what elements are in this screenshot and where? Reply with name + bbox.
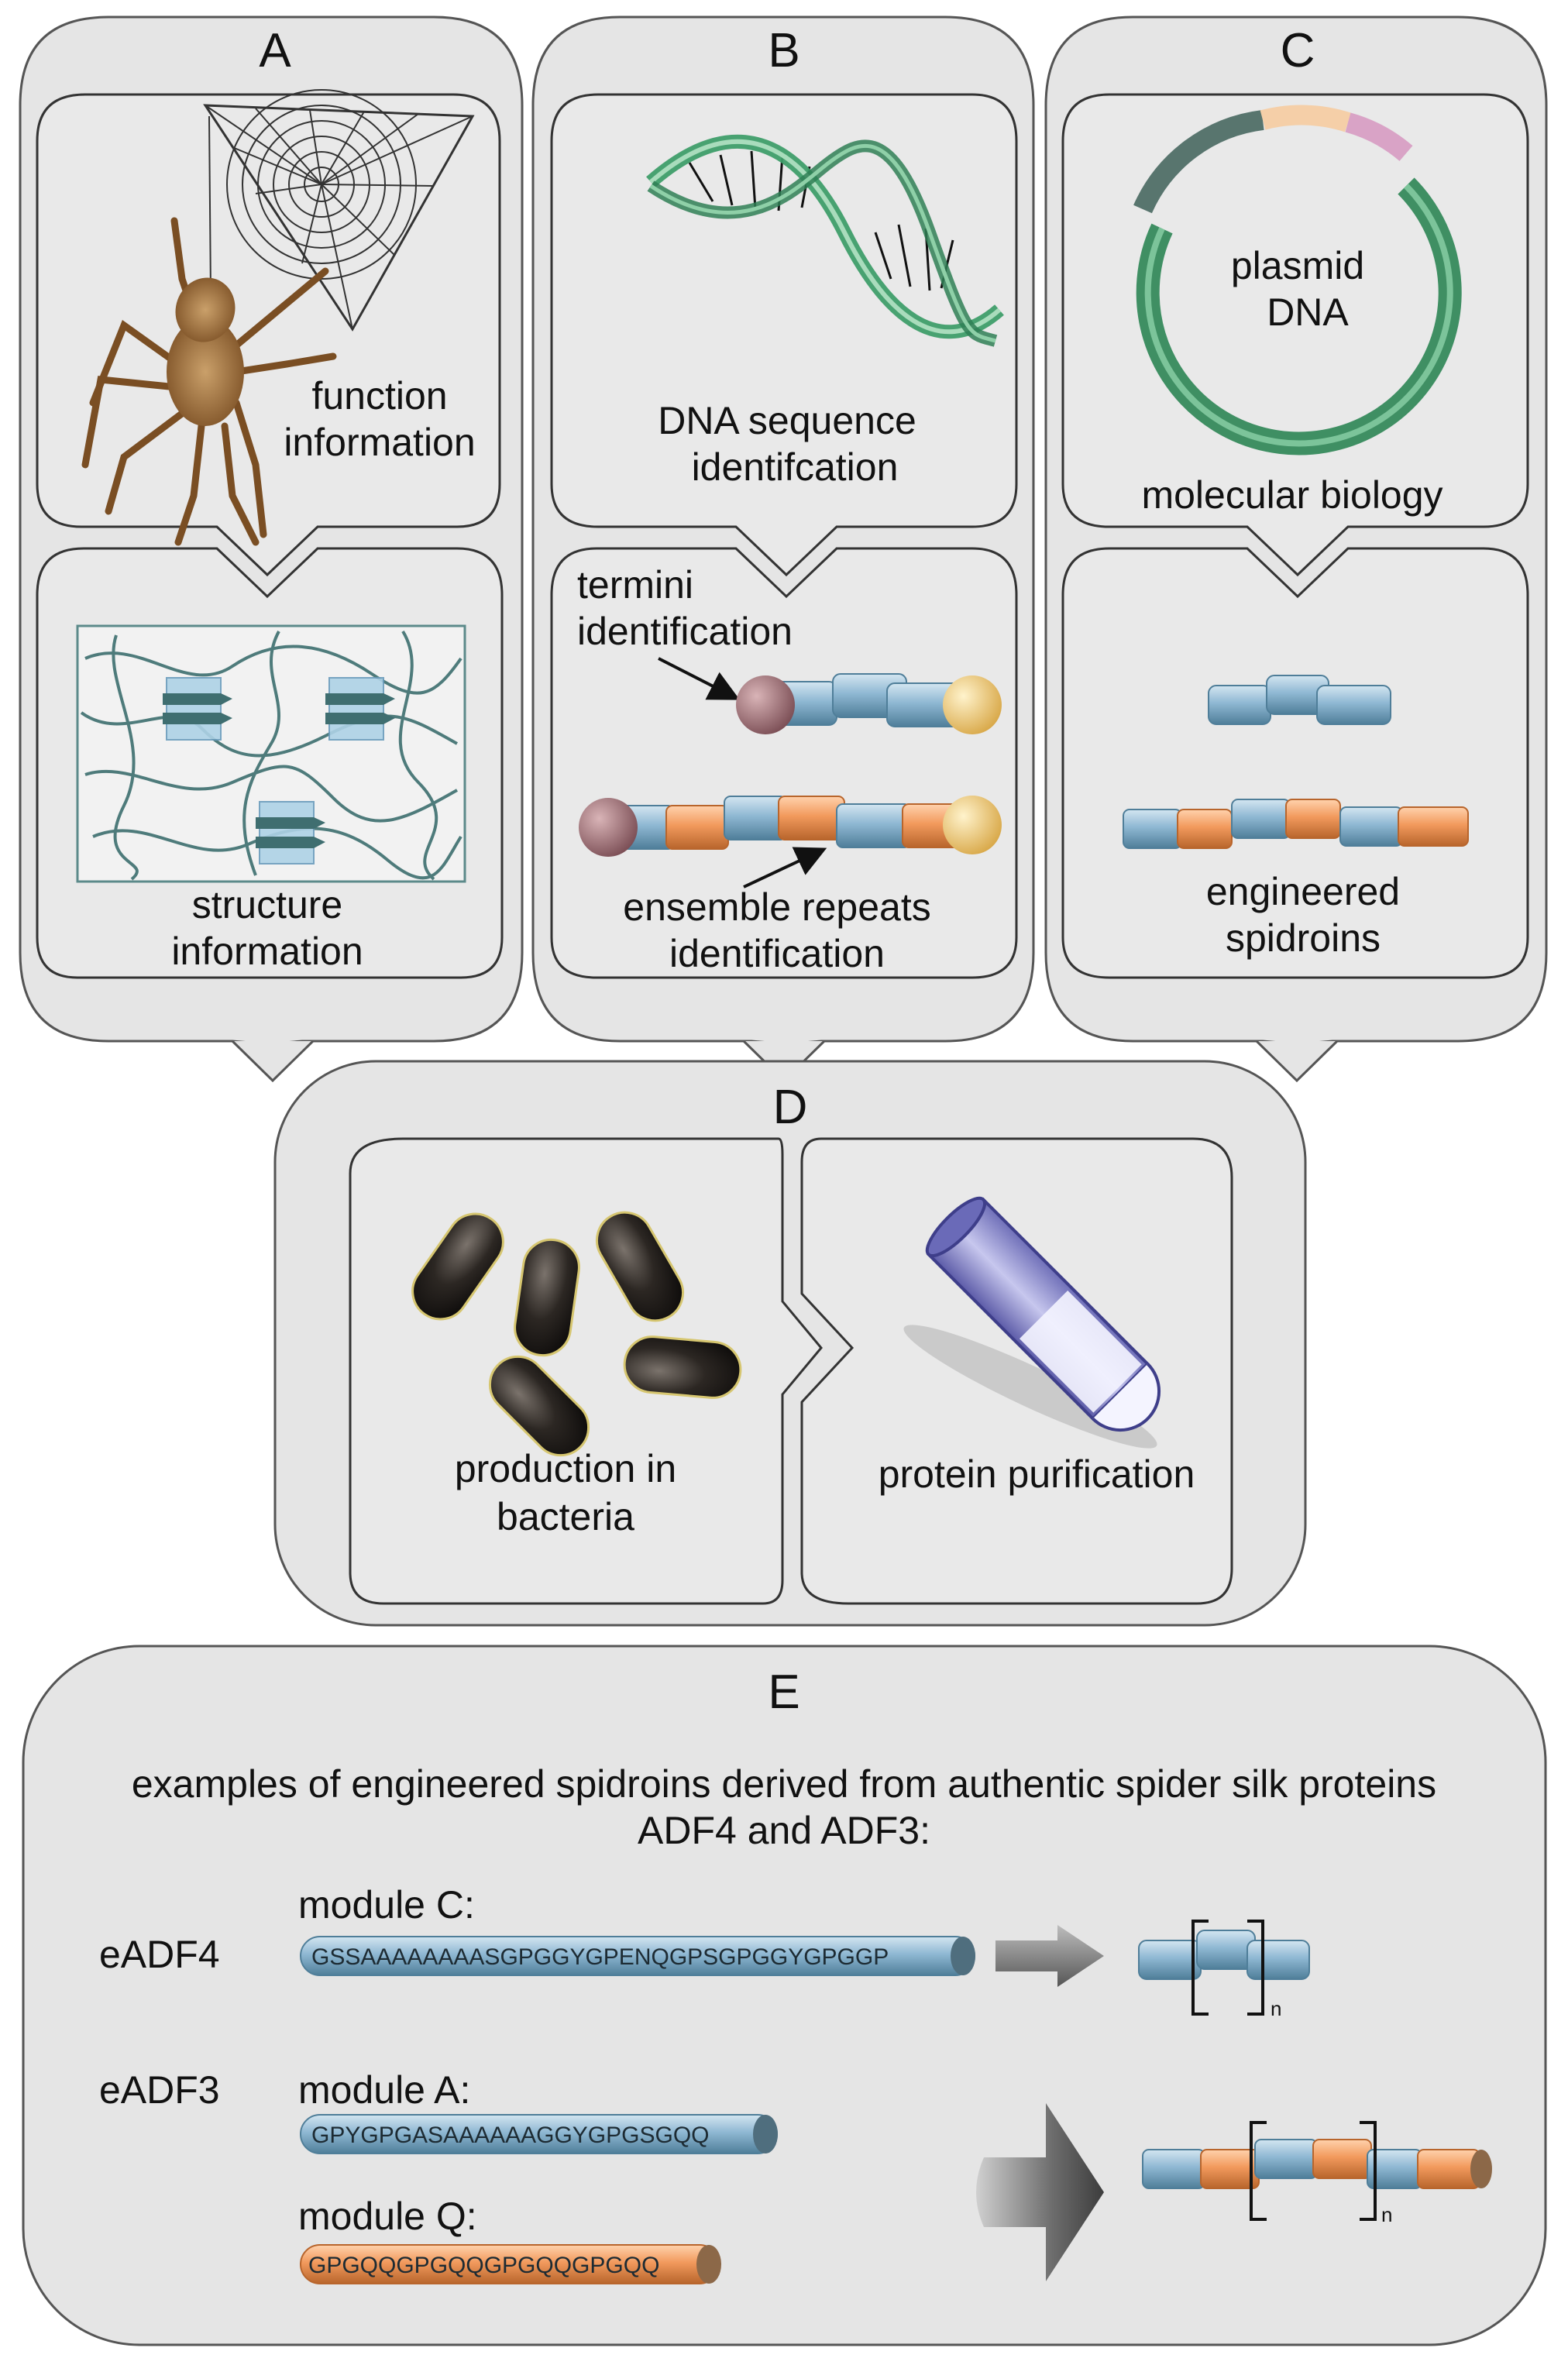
panel-c-letter: C bbox=[1281, 24, 1315, 77]
eadf4-subscript: n bbox=[1271, 1997, 1281, 2020]
panel-b: B DNA sequence identifcation termini ide… bbox=[531, 15, 1035, 1083]
panel-b-letter: B bbox=[768, 24, 799, 77]
spider-icon bbox=[81, 217, 337, 546]
panel-d: D production in bacteria protein purific… bbox=[273, 1060, 1307, 1627]
module-a-end bbox=[753, 2115, 778, 2153]
eadf3-label: eADF3 bbox=[99, 2068, 220, 2112]
engineered-long-chain bbox=[1123, 799, 1469, 849]
eadf3-repeat-icon bbox=[1142, 2121, 1492, 2221]
eadf3-subscript: n bbox=[1381, 2203, 1392, 2226]
panel-e-frame bbox=[22, 1645, 1547, 2346]
module-a-sequence: GPYGPGASAAAAAAGGYGPGSGQQ bbox=[311, 2123, 710, 2148]
panel-b-repeats-text-2: identification bbox=[669, 932, 885, 975]
eadf4-label: eADF4 bbox=[99, 1933, 220, 1976]
module-c-sequence: GSSAAAAAAAASGPGGYGPENQGPSGPGGYGPGGP bbox=[311, 1944, 889, 1970]
module-q-end bbox=[696, 2245, 721, 2284]
panel-a: A function informati bbox=[19, 15, 524, 1083]
bacteria-icon bbox=[411, 1211, 742, 1457]
panel-e-letter: E bbox=[768, 1665, 799, 1719]
panel-d-letter: D bbox=[773, 1081, 808, 1134]
panel-a-top-box bbox=[36, 93, 501, 577]
panel-d-left-text-2: bacteria bbox=[497, 1495, 634, 1538]
spider-thread bbox=[208, 115, 211, 295]
panel-d-left-text-1: production in bbox=[455, 1447, 676, 1490]
panel-b-top-box bbox=[550, 93, 1018, 577]
panel-c-top-text: molecular biology bbox=[1141, 473, 1442, 517]
eadf3-module-a-label: module A: bbox=[298, 2068, 470, 2112]
panel-a-letter: A bbox=[259, 24, 291, 77]
silk-structure-diagram bbox=[76, 624, 466, 883]
panel-c-caret bbox=[1255, 1040, 1339, 1083]
panel-c-plasmid-text-2: DNA bbox=[1267, 290, 1349, 334]
beta-sheet-icon bbox=[163, 677, 395, 864]
panel-e-description-1: examples of engineered spidroins derived… bbox=[132, 1762, 1436, 1806]
panel-b-top-text-2: identifcation bbox=[692, 445, 899, 489]
plasmid-icon bbox=[1133, 105, 1462, 455]
panel-b-top-text-1: DNA sequence bbox=[658, 399, 916, 442]
eadf3-arrow bbox=[976, 2103, 1104, 2281]
panel-c-bottom-text-2: spidroins bbox=[1226, 916, 1381, 960]
eadf3-module-q-label: module Q: bbox=[298, 2195, 477, 2238]
panel-d-right-text: protein purification bbox=[879, 1452, 1195, 1496]
test-tube-icon bbox=[903, 1196, 1161, 1449]
panel-c-bottom-text-1: engineered bbox=[1206, 870, 1400, 913]
module-q-sequence: GPGQQGPGQQGPGQQGPGQQ bbox=[308, 2253, 659, 2278]
panel-c-top-box bbox=[1061, 93, 1529, 577]
repeats-arrow bbox=[743, 847, 827, 889]
panel-b-repeats-text-1: ensemble repeats bbox=[623, 885, 930, 929]
module-c-end bbox=[951, 1937, 975, 1975]
panel-c-plasmid-text-1: plasmid bbox=[1231, 244, 1364, 287]
panel-c: C plasmid DNA molecular biology engineer… bbox=[1044, 15, 1548, 1083]
panel-a-top-text-2: information bbox=[284, 421, 475, 464]
panel-a-caret bbox=[231, 1040, 315, 1083]
panel-a-bottom-text-2: information bbox=[171, 930, 363, 973]
dna-helix-icon bbox=[646, 134, 1004, 347]
engineered-short-chain bbox=[1208, 675, 1391, 725]
c-terminus-icon bbox=[943, 675, 1002, 734]
panel-a-top-text-1: function bbox=[311, 374, 447, 418]
n-terminus-icon bbox=[736, 675, 795, 734]
termini-arrow bbox=[658, 657, 741, 700]
panel-b-termini-text-2: identification bbox=[577, 610, 793, 653]
spider-web-icon bbox=[203, 89, 475, 332]
panel-c-bottom-box bbox=[1061, 547, 1529, 979]
panel-b-bottom-box bbox=[550, 547, 1018, 979]
panel-e-description-2: ADF4 and ADF3: bbox=[638, 1809, 930, 1852]
spidroin-short-chain bbox=[736, 673, 1002, 734]
panel-b-termini-text-1: termini bbox=[577, 563, 693, 607]
panel-a-bottom-text-1: structure bbox=[192, 883, 343, 926]
spidroin-long-chain bbox=[579, 796, 1002, 857]
eadf4-arrow bbox=[995, 1925, 1104, 1987]
eadf4-repeat-icon bbox=[1138, 1920, 1310, 2016]
eadf4-module-c-label: module C: bbox=[298, 1883, 475, 1927]
panel-e: E examples of engineered spidroins deriv… bbox=[22, 1645, 1547, 2346]
